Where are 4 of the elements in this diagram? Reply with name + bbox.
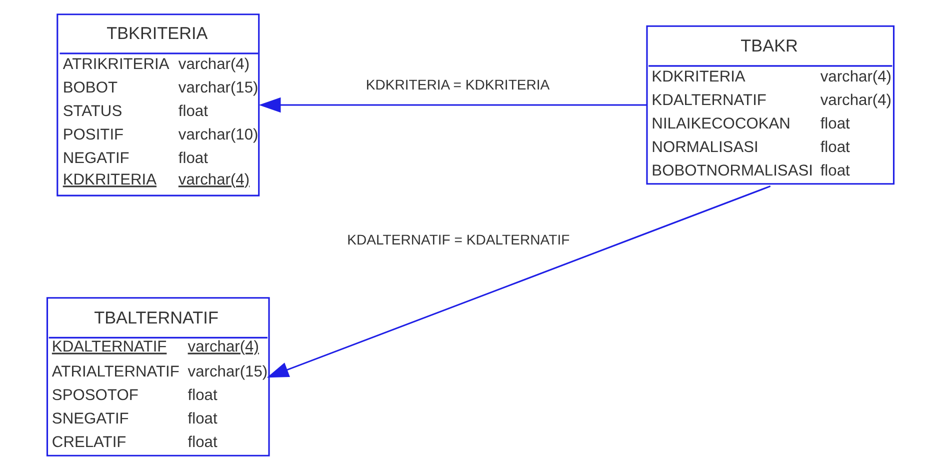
edge-label: KDALTERNATIF = KDALTERNATIF <box>347 231 570 248</box>
edge-label: KDKRITERIA = KDKRITERIA <box>366 76 550 93</box>
arrow <box>266 185 771 378</box>
arrow <box>258 97 647 113</box>
